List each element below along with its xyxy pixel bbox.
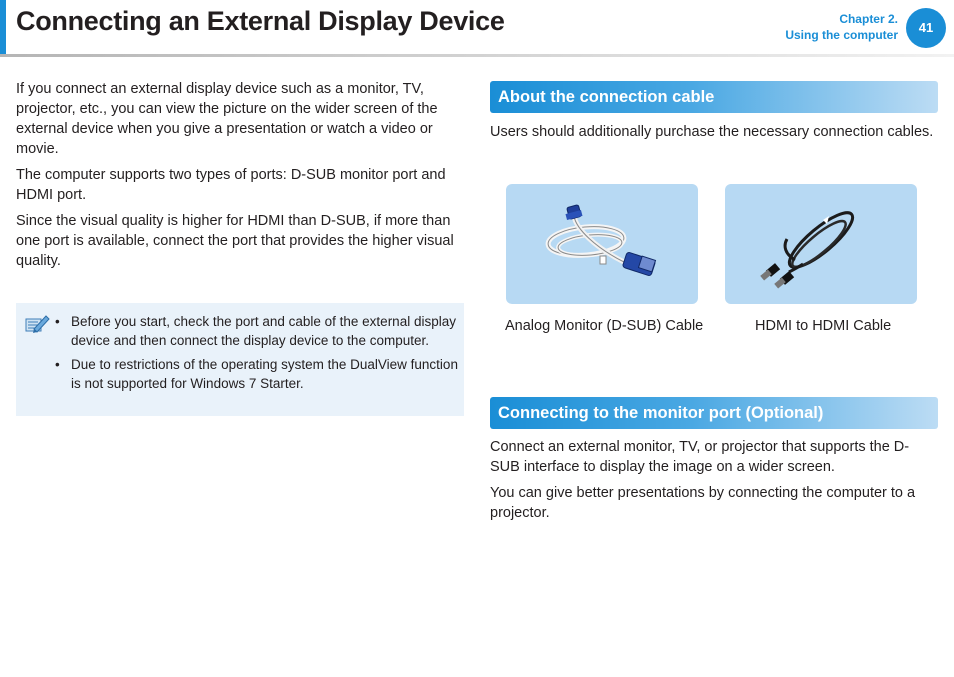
hdmi-cable-image	[725, 184, 917, 304]
note-item: •Due to restrictions of the operating sy…	[55, 357, 458, 391]
chapter-label: Chapter 2. Using the computer	[785, 11, 898, 43]
note-list: •Before you start, check the port and ca…	[55, 312, 459, 398]
header-divider	[0, 54, 954, 57]
dsub-cable-image	[506, 184, 698, 304]
page-number-badge: 41	[906, 8, 946, 48]
dsub-cable-caption: Analog Monitor (D-SUB) Cable	[505, 318, 704, 334]
monitor-port-paragraph: Connect an external monitor, TV, or proj…	[490, 439, 910, 475]
note-box: •Before you start, check the port and ca…	[16, 303, 464, 416]
section-heading-monitor-port: Connecting to the monitor port (Optional…	[490, 397, 938, 429]
page-title: Connecting an External Display Device	[16, 6, 505, 36]
quality-paragraph: Since the visual quality is higher for H…	[16, 213, 454, 269]
cable-paragraph: Users should additionally purchase the n…	[490, 124, 934, 140]
section-heading-connection-cable: About the connection cable	[490, 81, 938, 113]
page-header: Connecting an External Display Device Ch…	[0, 0, 954, 57]
intro-paragraph: If you connect an external display devic…	[16, 81, 438, 157]
left-column: If you connect an external display devic…	[16, 79, 466, 277]
projector-paragraph: You can give better presentations by con…	[490, 485, 916, 521]
note-item: •Before you start, check the port and ca…	[55, 314, 456, 348]
header-accent-bar	[0, 0, 6, 54]
chapter-number: Chapter 2.	[839, 12, 898, 26]
hdmi-cable-caption: HDMI to HDMI Cable	[755, 318, 892, 334]
monitor-port-paragraph-block: Connect an external monitor, TV, or proj…	[490, 437, 938, 529]
chapter-title: Using the computer	[785, 28, 898, 42]
note-pencil-icon	[24, 313, 50, 335]
ports-paragraph: The computer supports two types of ports…	[16, 167, 446, 203]
cable-paragraph-block: Users should additionally purchase the n…	[490, 122, 938, 148]
